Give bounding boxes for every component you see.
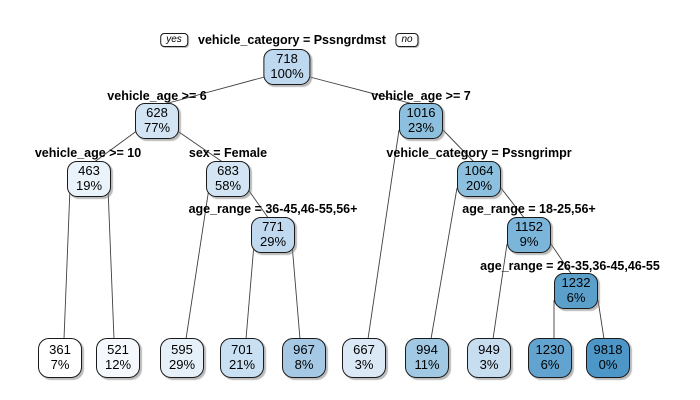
tree-edge — [107, 187, 115, 340]
node-value: 628 — [146, 104, 168, 120]
node-value: 9818 — [593, 341, 623, 357]
tree-edge — [550, 243, 573, 276]
node-percent: 3% — [354, 356, 374, 372]
tree-edge — [500, 187, 526, 220]
tree-edge — [245, 243, 255, 340]
node-percent: 58% — [214, 177, 242, 193]
node-percent: 6% — [540, 356, 560, 372]
no-branch-tag: no — [395, 33, 419, 47]
node-percent: 3% — [479, 356, 499, 372]
node-percent: 8% — [294, 356, 314, 372]
node-value: 718 — [276, 50, 298, 66]
split-label: vehicle_age >= 10 — [34, 146, 142, 160]
node-value: 967 — [293, 341, 315, 357]
node-value: 949 — [478, 341, 500, 357]
node-percent: 20% — [465, 177, 493, 193]
split-label: age_range = 18-25,56+ — [462, 202, 596, 216]
node-percent: 0% — [598, 356, 618, 372]
split-label: age_range = 36-45,46-55,56+ — [188, 202, 358, 216]
node-percent: 9% — [519, 233, 539, 249]
tree-edge — [175, 129, 225, 164]
tree-edge — [442, 129, 476, 164]
node-value: 771 — [262, 218, 284, 234]
split-label: vehicle_age >= 6 — [107, 89, 207, 103]
node-percent: 23% — [407, 119, 435, 135]
node-percent: 6% — [566, 289, 586, 305]
tree-edge — [367, 129, 400, 340]
node-value: 667 — [353, 341, 375, 357]
node-percent: 100% — [270, 65, 304, 81]
tree-edge — [305, 75, 418, 106]
tree-edge — [63, 187, 71, 340]
node-percent: 21% — [228, 356, 256, 372]
tree-edge — [492, 243, 508, 340]
node-value: 994 — [416, 341, 438, 357]
node-value: 1064 — [464, 162, 494, 178]
node-value: 1016 — [406, 104, 436, 120]
tree-edge — [246, 187, 270, 220]
node-value: 1230 — [535, 341, 565, 357]
node-value: 361 — [49, 341, 71, 357]
tree-edge — [597, 299, 605, 340]
node-value: 463 — [78, 162, 100, 178]
node-value: 1152 — [515, 218, 543, 234]
node-percent: 7% — [50, 356, 70, 372]
node-value: 701 — [231, 341, 253, 357]
node-value: 521 — [107, 341, 129, 357]
tree-edge — [291, 243, 301, 340]
root-split-label: vehicle_category = Pssngrdmst — [198, 33, 386, 47]
tree-edge — [160, 75, 269, 106]
node-percent: 19% — [75, 177, 103, 193]
split-label: vehicle_category = Pssngrimpr — [386, 146, 572, 160]
node-value: 683 — [217, 162, 239, 178]
node-percent: 29% — [168, 356, 196, 372]
node-value: 595 — [171, 341, 193, 357]
split-label: sex = Female — [188, 146, 268, 160]
node-percent: 29% — [259, 233, 287, 249]
tree-edge — [185, 187, 210, 340]
tree-edge — [92, 129, 139, 164]
node-percent: 12% — [104, 356, 132, 372]
node-value: 1232 — [561, 274, 591, 290]
yes-branch-tag: yes — [160, 33, 188, 47]
tree-edge — [430, 187, 458, 340]
node-percent: 77% — [143, 119, 171, 135]
node-percent: 11% — [414, 356, 440, 372]
split-label: vehicle_age >= 7 — [371, 89, 471, 103]
split-label: age_range = 26-35,36-45,46-55 — [480, 259, 660, 273]
